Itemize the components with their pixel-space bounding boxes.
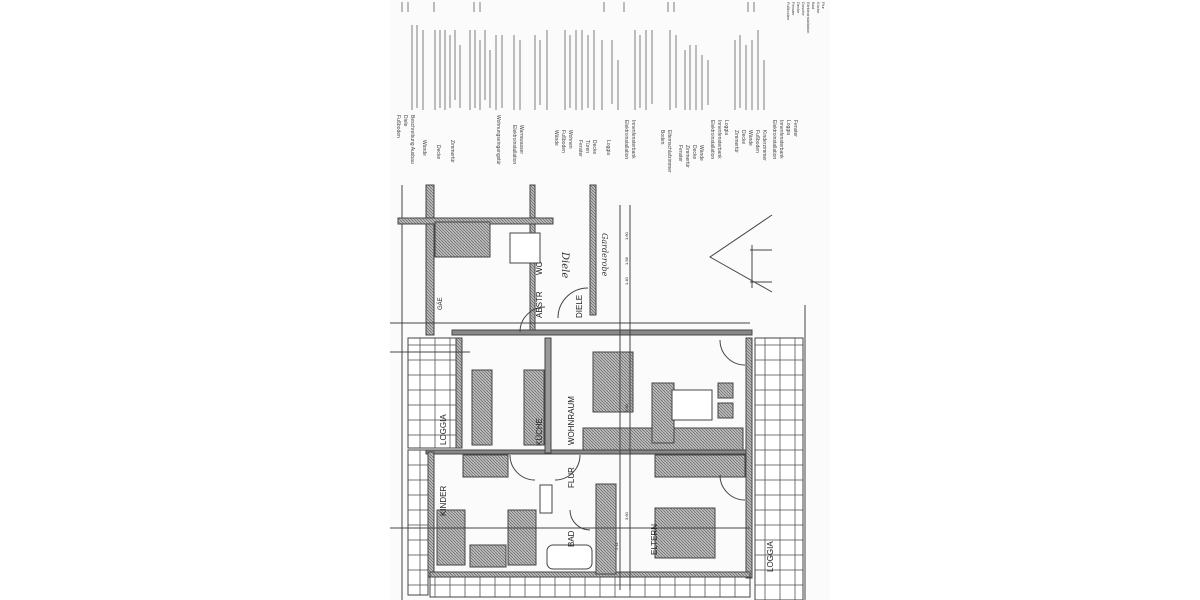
description-column-7: Wohnen Fußboden Wände — [552, 130, 573, 190]
description-column-6: Warmwasser Elektroinstallation — [510, 125, 524, 175]
description-column-2: Wände — [420, 140, 427, 180]
section-item: Loggia — [605, 140, 611, 156]
section-item: Innenfensterbank — [778, 120, 784, 159]
section-item: Wände — [698, 145, 704, 161]
room-gae: GÄE — [437, 297, 444, 310]
dimension: 1.60 — [624, 231, 629, 240]
room-kueche: KÜCHE — [535, 418, 544, 446]
room-bad: BAD — [567, 530, 576, 547]
scanned-page: Beschreibung Ausbau Diele Fußboden Wände… — [390, 0, 830, 600]
section-item: Elektroinstallation — [709, 120, 715, 160]
term: Küche — [816, 2, 821, 14]
handwritten-garderobe: Garderobe — [600, 233, 609, 277]
section-item: Fenster — [677, 145, 683, 162]
section-item: Innenfensterbank — [716, 120, 722, 159]
room-kinder: KINDER — [439, 486, 448, 516]
dimension-labels: 3.60 3.60 1.60 1.58 2.11 1.40 — [614, 231, 629, 550]
description-column-14: Kinderzimmer Fußboden Wände Decke Zimmer… — [732, 130, 767, 190]
section-label: Elternschlafzimmer — [666, 130, 672, 173]
section-item: Elektroinstallation — [623, 120, 629, 160]
description-column-5: Wohnungseingangstür — [494, 115, 501, 175]
dimension: 1.40 — [624, 276, 629, 285]
section-item: Wände — [553, 130, 559, 146]
room-flur: FLUR — [567, 467, 576, 488]
description-column-1: Beschreibung Ausbau Diele Fußboden — [394, 115, 415, 175]
term: Flur — [821, 2, 826, 9]
floor-plan: KINDER LOGGIA KÜCHE WOHNRAUM FLUR BAD EL… — [390, 184, 806, 600]
section-item: Fußboden — [560, 130, 566, 153]
room-abstr: ABSTR — [535, 291, 544, 318]
description-column-15: Fenster Loggia Innenfensterbank Elektroi… — [770, 120, 798, 185]
dimension: 1.58 — [624, 256, 629, 265]
description-column-4: Zimmertür — [448, 140, 455, 180]
section-item: Zimmertür — [449, 140, 455, 163]
section-item: Zimmertür — [733, 130, 739, 153]
section-item: Fenster — [577, 140, 583, 157]
section-item: Zimmertür — [684, 145, 690, 168]
description-column-11: Elternschlafzimmer Boden — [658, 130, 672, 190]
section-item: Decke — [691, 145, 697, 160]
section-item: Innenfensterbank — [630, 120, 636, 159]
description-column-8: Decke Türen Fenster — [576, 140, 597, 190]
room-loggia-right: LOGGIA — [766, 541, 775, 572]
room-wohnraum: WOHNRAUM — [567, 396, 576, 445]
room-wc: WC — [535, 261, 544, 275]
term: Decke — [796, 2, 801, 14]
section-item: Fußboden — [754, 130, 760, 153]
section-item: Fußboden — [395, 115, 401, 138]
term: Fußboden — [786, 2, 791, 21]
room-diele: DIELE — [575, 295, 584, 318]
section-item: Türen — [584, 140, 590, 154]
section-item: Elektroinstallation — [511, 125, 517, 165]
term: Elektroinstallation — [806, 2, 811, 34]
section-item: Fenster — [792, 120, 798, 137]
description-column-12: Wände Decke Zimmertür Fenster — [676, 145, 704, 190]
description-heading: Beschreibung Ausbau — [409, 115, 415, 164]
room-eltern: ELTERN — [650, 524, 659, 555]
description-column-13: Loggia Innenfensterbank Elektroinstallat… — [708, 120, 729, 185]
term: Dusche — [801, 2, 806, 16]
section-label: Wohnen — [567, 130, 573, 149]
section-item: Loggia — [785, 120, 791, 136]
term: Fenster — [791, 2, 796, 16]
description-column-9: Loggia — [604, 140, 611, 180]
section-item: Decke — [591, 140, 597, 155]
dimension: 3.60 — [624, 403, 629, 412]
dimension: 3.60 — [624, 511, 629, 520]
section-item: Decke — [740, 130, 746, 145]
section-item: Loggia — [723, 120, 729, 136]
section-item: Wände — [747, 130, 753, 146]
text-lines — [401, 2, 765, 110]
section-label: Wohnungseingangstür — [495, 115, 501, 165]
handwritten-diele: Diele — [559, 251, 570, 278]
section-item: Wände — [421, 140, 427, 156]
term: Bad — [811, 2, 816, 10]
section-item: Boden — [659, 130, 665, 145]
description-column-3: Decke — [434, 145, 441, 185]
section-item: Warmwasser — [518, 125, 524, 154]
description-column-10: Innenfensterbank Elektroinstallation — [622, 120, 636, 180]
section-item: Elektroinstallation — [771, 120, 777, 160]
room-loggia-left: LOGGIA — [439, 414, 448, 445]
right-column-terms: Flur Küche Bad Elektroinstallation Dusch… — [786, 2, 826, 42]
section-label: Diele — [402, 115, 408, 127]
section-label: Kinderzimmer — [761, 130, 767, 161]
section-item: Decke — [435, 145, 441, 160]
dimension: 2.11 — [614, 542, 619, 550]
room-labels: KINDER LOGGIA KÜCHE WOHNRAUM FLUR BAD EL… — [437, 261, 775, 572]
